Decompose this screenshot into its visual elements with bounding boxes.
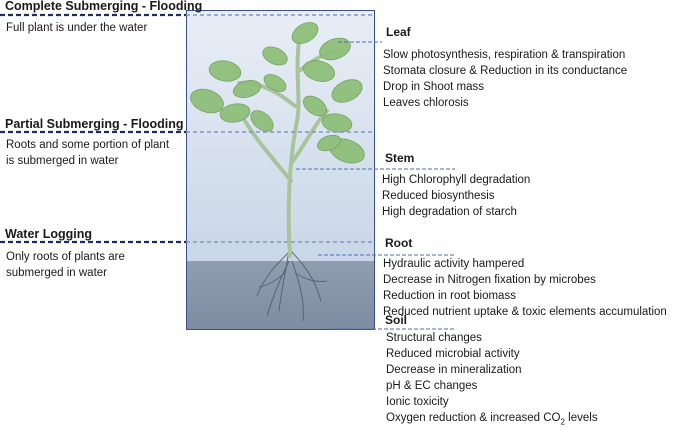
soil-title: Soil (385, 313, 408, 327)
co2-subscript: 2 (560, 417, 565, 427)
level-title-partial: Partial Submerging - Flooding (5, 117, 184, 131)
soil-effect: Decrease in mineralization (386, 364, 522, 376)
root-title: Root (385, 236, 413, 250)
level-desc-partial: Roots and some portion of plant is subme… (6, 139, 170, 167)
soil-effect: Structural changes (386, 332, 482, 344)
root-effect: Decrease in Nitrogen fixation by microbe… (383, 274, 596, 286)
soil-effect-co2-suffix: levels (568, 412, 598, 424)
leaf-title: Leaf (386, 25, 411, 39)
soil-layer (187, 261, 374, 329)
root-effect: Reduced nutrient uptake & toxic elements… (383, 306, 667, 318)
stem-title: Stem (385, 151, 415, 165)
soil-effect: pH & EC changes (386, 380, 478, 392)
stem-effect: Reduced biosynthesis (382, 190, 495, 202)
stem-effect: High degradation of starch (382, 206, 517, 218)
plant-tank (186, 10, 375, 330)
level-desc-complete: Full plant is under the water (6, 22, 148, 34)
root-effects: Hydraulic activity hampered Decrease in … (383, 256, 667, 320)
leaf-effect: Slow photosynthesis, respiration & trans… (383, 49, 626, 61)
root-effect: Reduction in root biomass (383, 290, 516, 302)
level-title-complete: Complete Submerging - Flooding (5, 0, 203, 13)
stem-effects: High Chlorophyll degradation Reduced bio… (382, 172, 530, 220)
leaf-effect: Drop in Shoot mass (383, 81, 484, 93)
soil-effects: Structural changes Reduced microbial act… (386, 330, 598, 426)
soil-effect: Reduced microbial activity (386, 348, 520, 360)
soil-effect-co2: Oxygen reduction & increased CO2 levels (386, 410, 598, 426)
leaf-effect: Stomata closure & Reduction in its condu… (383, 65, 628, 77)
root-effect: Hydraulic activity hampered (383, 258, 525, 270)
plant-illustration (187, 11, 374, 329)
level-title-waterlogging: Water Logging (5, 227, 93, 241)
leaf-effects: Slow photosynthesis, respiration & trans… (383, 47, 627, 111)
soil-effect-co2-text: Oxygen reduction & increased CO (386, 412, 561, 424)
soil-effect: Ionic toxicity (386, 396, 449, 408)
leaves (190, 22, 365, 164)
level-desc-waterlogging: Only roots of plants are submerged in wa… (6, 251, 125, 279)
stem-effect: High Chlorophyll degradation (382, 174, 531, 186)
leaf-effect: Leaves chlorosis (383, 97, 469, 109)
roots (256, 242, 328, 322)
